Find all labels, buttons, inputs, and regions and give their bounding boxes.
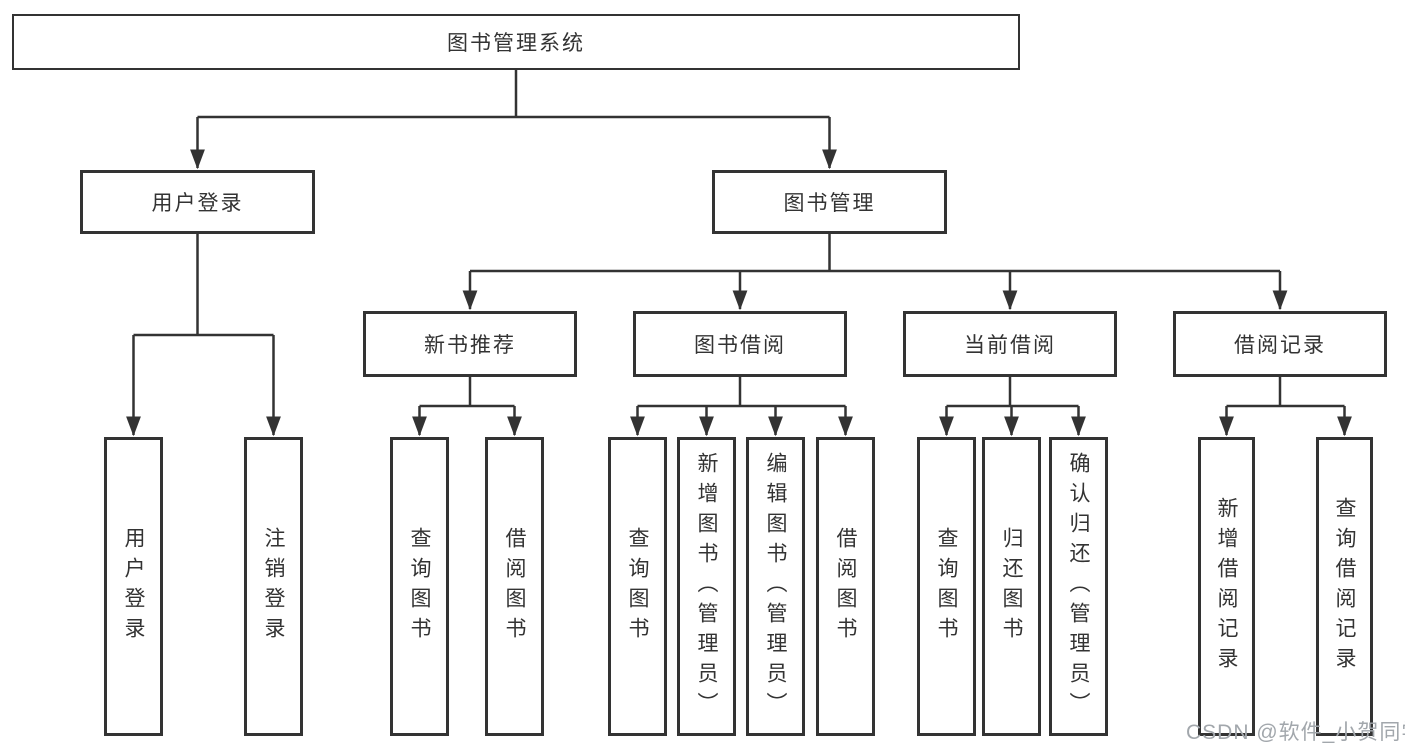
node-label: 编辑图书（管理员） bbox=[764, 451, 787, 722]
node-borrow-books-recommend: 借阅图书 bbox=[485, 437, 544, 736]
node-label: 用户登录 bbox=[151, 192, 244, 215]
node-user-login: 用户登录 bbox=[80, 170, 315, 234]
node-label: 新书推荐 bbox=[424, 334, 516, 357]
node-edit-book-admin: 编辑图书（管理员） bbox=[746, 437, 805, 736]
node-label: 归还图书 bbox=[1000, 526, 1023, 647]
node-query-borrow-record: 查询借阅记录 bbox=[1316, 437, 1373, 736]
node-book-borrowing: 图书借阅 bbox=[633, 311, 847, 377]
node-library-system: 图书管理系统 bbox=[12, 14, 1020, 70]
node-label: 查询图书 bbox=[408, 526, 431, 647]
node-add-book-admin: 新增图书（管理员） bbox=[677, 437, 736, 736]
node-query-books-borrow: 查询图书 bbox=[608, 437, 667, 736]
node-current-borrowing: 当前借阅 bbox=[903, 311, 1117, 377]
watermark: CSDN @软件_小贺同学 bbox=[1186, 721, 1405, 744]
node-label: 用户登录 bbox=[122, 526, 145, 647]
node-label: 当前借阅 bbox=[964, 334, 1056, 357]
node-label: 新增借阅记录 bbox=[1215, 496, 1238, 677]
node-label: 查询借阅记录 bbox=[1333, 496, 1356, 677]
connector-current-borrow-branch bbox=[939, 377, 1086, 437]
node-label: 图书管理系统 bbox=[447, 32, 585, 55]
node-logout: 注销登录 bbox=[244, 437, 303, 736]
connector-book-borrow-branch bbox=[630, 377, 853, 437]
node-label: 借阅图书 bbox=[503, 526, 526, 647]
connector-root-to-level2 bbox=[190, 70, 837, 170]
node-query-books-current: 查询图书 bbox=[917, 437, 976, 736]
node-label: 查询图书 bbox=[935, 526, 958, 647]
node-label: 借阅记录 bbox=[1234, 334, 1326, 357]
node-label: 注销登录 bbox=[262, 526, 285, 647]
node-label: 新增图书（管理员） bbox=[695, 451, 718, 722]
node-label: 借阅图书 bbox=[834, 526, 857, 647]
node-book-management: 图书管理 bbox=[712, 170, 947, 234]
node-user-login-leaf: 用户登录 bbox=[104, 437, 163, 736]
connector-borrow-records-branch bbox=[1219, 377, 1352, 437]
node-label: 查询图书 bbox=[626, 526, 649, 647]
node-return-books: 归还图书 bbox=[982, 437, 1041, 736]
node-borrow-books-leaf: 借阅图书 bbox=[816, 437, 875, 736]
node-label: 确认归还（管理员） bbox=[1067, 451, 1090, 722]
node-confirm-return-admin: 确认归还（管理员） bbox=[1049, 437, 1108, 736]
node-new-book-recommend: 新书推荐 bbox=[363, 311, 577, 377]
connector-new-book-branch bbox=[412, 377, 522, 437]
node-add-borrow-record: 新增借阅记录 bbox=[1198, 437, 1255, 736]
connector-book-mgmt-to-level3 bbox=[462, 234, 1288, 311]
connector-user-login-branch bbox=[126, 234, 281, 437]
node-label: 图书管理 bbox=[783, 192, 876, 215]
node-label: 图书借阅 bbox=[694, 334, 786, 357]
node-query-books-recommend: 查询图书 bbox=[390, 437, 449, 736]
node-borrow-records: 借阅记录 bbox=[1173, 311, 1387, 377]
